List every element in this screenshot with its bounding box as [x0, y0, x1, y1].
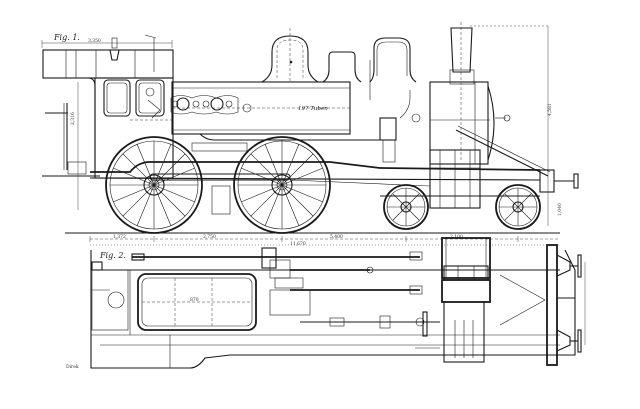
fig1-label: Fig. 1. — [53, 33, 80, 42]
svg-text:3,350: 3,350 — [88, 38, 101, 44]
plan-brake-linkage — [269, 289, 440, 349]
driving-wheel-rear — [105, 136, 203, 234]
main-frame — [89, 161, 541, 197]
fig1-side-elevation: Fig. 1. 3,350 — [41, 22, 579, 247]
svg-text:11,670: 11,670 — [290, 241, 306, 247]
plan-valve-gear — [131, 247, 423, 295]
front-buffer: 1,040 — [455, 125, 579, 216]
svg-text:5,400: 5,400 — [330, 234, 343, 240]
plan-cab-area — [91, 261, 129, 331]
plan-firebox: 870 — [137, 273, 257, 331]
rear-platform — [42, 103, 100, 177]
fig2-label: Fig. 2. — [99, 251, 126, 260]
cylinder-block — [429, 149, 481, 209]
safety-valve-cover — [369, 37, 417, 100]
bogie-wheel-rear — [383, 184, 429, 230]
plan-outline — [90, 249, 576, 369]
svg-text:1,040: 1,040 — [557, 203, 563, 216]
driving-wheel-front — [233, 136, 331, 234]
svg-text:2,316: 2,316 — [70, 112, 76, 125]
cab-roof — [42, 34, 174, 172]
smokebox — [429, 81, 511, 165]
plan-buffer-beam — [499, 244, 582, 366]
boiler: 197 Tuben — [170, 81, 380, 152]
chimney — [449, 22, 475, 160]
sand-dome — [322, 51, 362, 83]
overall-height-dimension: 4,581 — [470, 25, 553, 226]
cab-height-dimension: 2,316 — [70, 82, 79, 210]
fig2-plan-view: Fig. 2. 870 — [66, 237, 586, 370]
tube-count-note: 197 Tuben — [298, 106, 328, 112]
artist-signature: Direk — [66, 364, 79, 370]
plan-cylinders — [441, 237, 491, 363]
svg-text:4,581: 4,581 — [547, 103, 553, 116]
steam-dome — [261, 28, 319, 83]
cab-roof-dimension: 3,350 — [41, 38, 173, 48]
svg-text:1,372: 1,372 — [113, 234, 126, 240]
wheelbase-dimensions: 1,372 2,750 5,400 2,100 11,670 — [89, 234, 560, 247]
svg-text:870: 870 — [190, 297, 199, 303]
bogie-wheel-front — [495, 184, 541, 230]
svg-text:2,750: 2,750 — [203, 234, 216, 240]
feed-pump — [379, 90, 421, 163]
cab — [94, 77, 175, 179]
svg-text:2,100: 2,100 — [450, 234, 463, 240]
